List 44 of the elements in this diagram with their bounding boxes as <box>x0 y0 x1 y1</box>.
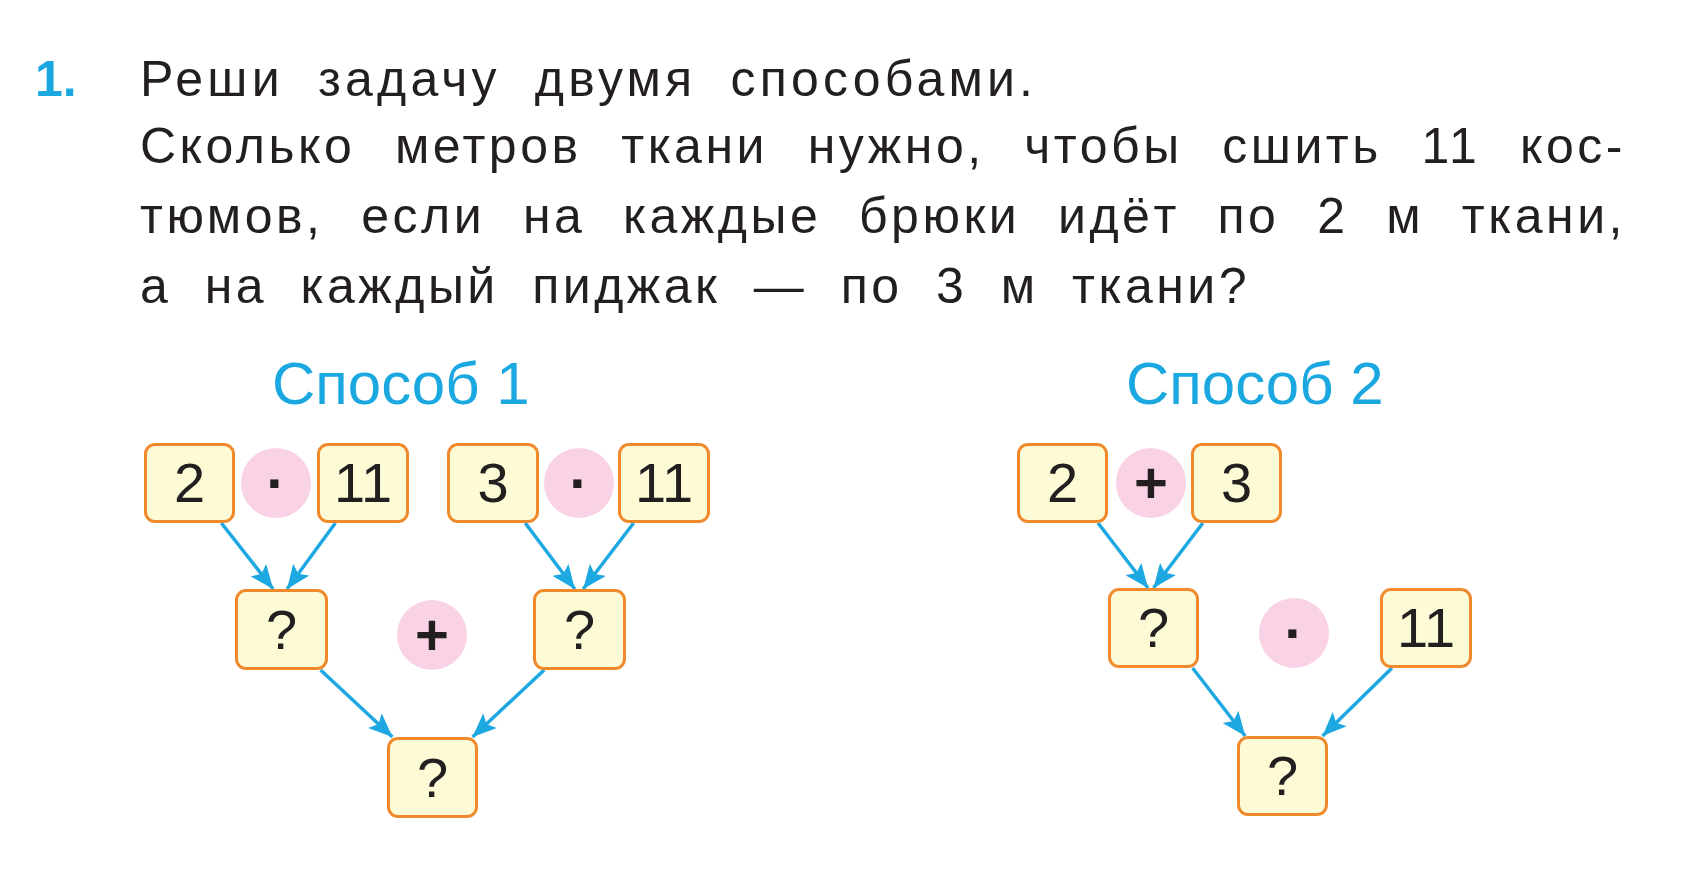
number-box <box>447 443 539 523</box>
box-value: 11 <box>1396 600 1456 656</box>
arrow <box>285 521 337 591</box>
number-box <box>1380 588 1472 668</box>
box-value: 2 <box>173 455 206 511</box>
box-value: 11 <box>634 455 694 511</box>
arrow <box>523 521 577 591</box>
box-value: 3 <box>477 455 509 511</box>
arrow <box>581 521 636 591</box>
box-value: ? <box>1266 748 1299 804</box>
box-value: 11 <box>333 455 393 511</box>
problem-text: Сколько метров ткани нужно, чтобы сшить 11 кос-тюмов, если на каждые брюки идёт по 2 м ткани, а на каждый пиджак — по 3 м ткани? <box>140 117 1626 316</box>
operator-sign: + <box>415 606 449 664</box>
number-box <box>618 443 710 523</box>
arrow <box>219 521 275 591</box>
number-box <box>1191 443 1282 523</box>
number-box <box>1017 443 1108 523</box>
number-box <box>144 443 235 523</box>
number-box <box>387 737 478 818</box>
arrow <box>471 668 546 739</box>
arrow <box>1191 666 1247 738</box>
number-box <box>533 589 626 670</box>
box-value: ? <box>1137 600 1170 656</box>
box-value: 3 <box>1220 455 1253 511</box>
arrow <box>1152 521 1205 590</box>
box-value: ? <box>563 601 596 658</box>
task-number: 1. <box>35 50 77 109</box>
box-value: 2 <box>1046 455 1079 511</box>
arrow <box>319 668 394 739</box>
number-box <box>235 589 328 670</box>
operator-sign: · <box>1284 604 1304 662</box>
number-box <box>317 443 409 523</box>
operator-sign: · <box>266 454 286 512</box>
box-value: ? <box>416 749 449 806</box>
method-heading: Способ 1 <box>272 349 530 419</box>
task-title: Реши задачу двумя способами. <box>140 50 1038 109</box>
number-box <box>1108 588 1199 668</box>
operator-sign: · <box>569 454 589 512</box>
arrow <box>1321 666 1394 738</box>
number-box <box>1237 736 1328 816</box>
method-heading: Способ 2 <box>1126 349 1384 419</box>
arrow <box>1096 521 1150 590</box>
operator-sign: + <box>1134 454 1168 512</box>
box-value: ? <box>265 601 298 658</box>
